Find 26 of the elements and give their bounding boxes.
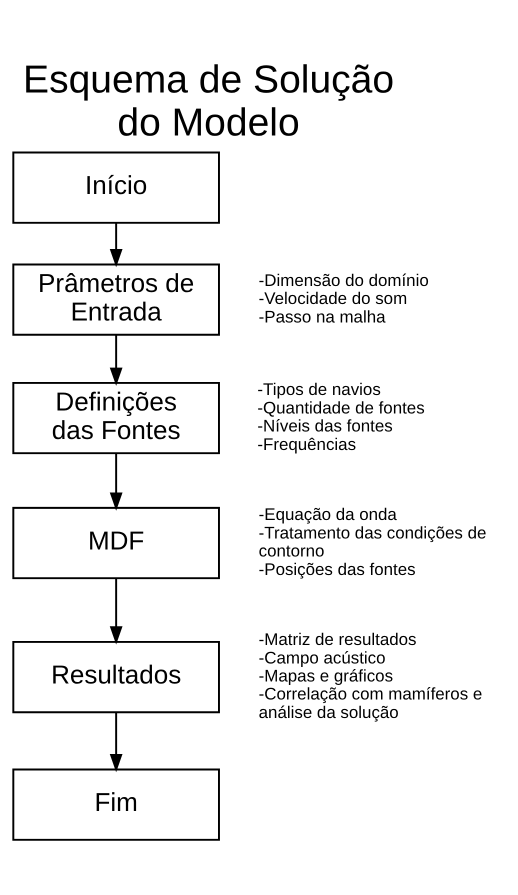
node-box: Resultados — [12, 640, 220, 713]
arrow — [110, 222, 123, 267]
node-label: -Velocidade do som — [258, 288, 408, 308]
node-label: -Tratamento das condições de contorno — [258, 522, 486, 560]
node-box: Fim — [12, 768, 220, 840]
arrow — [110, 712, 123, 772]
node-box: Prâmetros de Entrada — [12, 263, 220, 336]
diagram-title: Esquema de Solução do Modelo — [23, 58, 394, 144]
node-label: -Posições das fontes — [258, 559, 416, 578]
arrow — [110, 578, 123, 644]
node-label: -Passo na malha — [258, 306, 386, 326]
node-label: -Tipos de navios — [257, 380, 381, 399]
node-box: Definições das Fontes — [12, 381, 220, 454]
node-label: -Campo acústico — [258, 648, 386, 667]
node-label: -Níveis das fontes — [257, 416, 393, 436]
node-label: -Correlação com mamíferos e análise da solução — [258, 684, 482, 722]
node-label: -Quantidade de fontes — [257, 398, 425, 417]
node-box: MDF — [12, 506, 220, 579]
arrow — [110, 452, 123, 510]
node-label: -Dimensão do domínio — [258, 270, 429, 290]
node-label: -Mapas e gráficos — [258, 666, 394, 686]
node-label: -Frequências — [257, 434, 356, 454]
node-label: -Equação da onda — [258, 504, 397, 524]
arrow — [110, 334, 123, 386]
node-label: -Matriz de resultados — [258, 630, 417, 649]
node-box: Início — [12, 151, 220, 224]
